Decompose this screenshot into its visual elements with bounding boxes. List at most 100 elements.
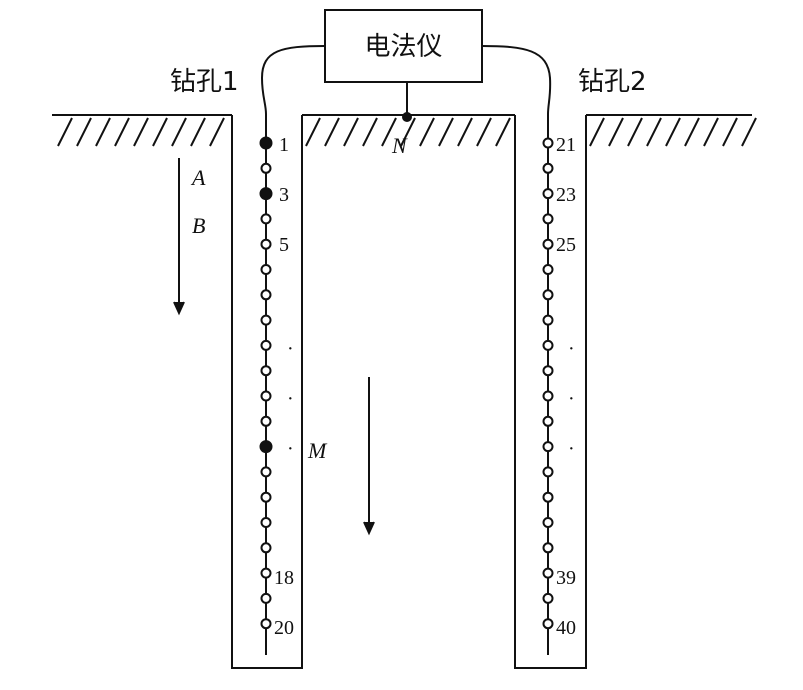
instrument-label: 电法仪	[364, 32, 442, 62]
borehole-2-electrode	[542, 162, 554, 174]
electrode-number-18: 18	[274, 567, 294, 589]
hatch-line	[76, 117, 92, 147]
hatch-line	[627, 117, 643, 147]
borehole-1-electrodes	[259, 136, 273, 630]
hatch-line	[400, 117, 416, 147]
hatch-line	[608, 117, 624, 147]
label-m: M	[307, 438, 328, 463]
label-n: N	[391, 133, 408, 158]
borehole-2-electrode	[542, 592, 554, 604]
ellipsis-1c: ·	[287, 438, 294, 460]
ellipsis-1b: ·	[287, 388, 294, 410]
electrode-number-3: 3	[279, 184, 289, 206]
electrode-number-1: 1	[279, 134, 289, 156]
borehole-2-electrode	[542, 517, 554, 528]
borehole-2-electrode	[542, 137, 554, 149]
borehole-1-electrode	[260, 213, 272, 225]
borehole-1-electrode	[260, 567, 272, 579]
borehole-1-walls	[231, 115, 303, 669]
label-b: B	[192, 213, 205, 238]
electrode-number-40: 40	[556, 617, 576, 639]
borehole-1-electrode	[260, 466, 272, 478]
borehole-1-electrode	[259, 440, 273, 454]
wire-right	[481, 45, 552, 115]
borehole-2-electrode	[542, 314, 554, 326]
hatch-line	[171, 117, 187, 147]
electrode-number-23: 23	[556, 184, 576, 206]
borehole-1-electrode	[260, 365, 272, 377]
borehole-1-electrode	[260, 238, 272, 250]
borehole-2-electrode	[542, 365, 554, 377]
electrode-number-20: 20	[274, 617, 294, 639]
borehole-1-electrode	[260, 415, 272, 427]
arrow-left	[173, 158, 185, 316]
ground-hatching	[57, 117, 757, 147]
hatch-line	[703, 117, 719, 147]
borehole-1-electrode	[259, 187, 273, 201]
hatch-line	[665, 117, 681, 147]
hatch-line	[476, 117, 492, 147]
borehole-2-electrode	[542, 567, 554, 579]
ellipsis-2c: ·	[568, 438, 575, 460]
wire-left	[260, 45, 326, 115]
borehole-1-electrode	[259, 136, 273, 150]
borehole-1-electrode	[260, 517, 272, 528]
hatch-line	[190, 117, 206, 147]
electrode-n	[402, 112, 412, 122]
borehole-1-label: 钻孔1	[170, 67, 239, 97]
borehole-1-electrode	[260, 339, 272, 351]
borehole-2-electrode	[542, 390, 554, 402]
electrode-number-25: 25	[556, 234, 576, 256]
borehole-2-label: 钻孔2	[578, 67, 647, 97]
electrode-number-39: 39	[556, 567, 576, 589]
borehole-1-electrode	[260, 314, 272, 326]
hatch-line	[722, 117, 738, 147]
hatch-line	[362, 117, 378, 147]
borehole-1-electrode	[260, 491, 272, 503]
borehole-2-electrode	[542, 238, 554, 250]
borehole-2-electrode	[542, 542, 554, 554]
ellipsis-1a: ·	[287, 338, 294, 360]
electrode-number-5: 5	[279, 234, 289, 256]
hatch-line	[209, 117, 225, 147]
hatch-line	[133, 117, 149, 147]
borehole-2-electrode	[542, 466, 554, 478]
hatch-line	[152, 117, 168, 147]
borehole-2-electrode	[542, 188, 554, 200]
hatch-line	[114, 117, 130, 147]
electrode-number-21: 21	[556, 134, 576, 156]
hatch-line	[381, 117, 397, 147]
label-a: A	[190, 165, 206, 190]
borehole-1-electrode	[260, 390, 272, 402]
hatch-line	[741, 117, 757, 147]
borehole-1-electrode	[260, 289, 272, 301]
borehole-2-electrode	[542, 441, 554, 453]
hatch-line	[457, 117, 473, 147]
arrow-center	[363, 377, 375, 536]
borehole-2-walls	[514, 115, 587, 669]
borehole-2-electrode	[542, 213, 554, 225]
hatch-line	[419, 117, 435, 147]
hatch-line	[589, 117, 605, 147]
hatch-line	[324, 117, 340, 147]
hatch-line	[95, 117, 111, 147]
borehole-2-electrode	[542, 339, 554, 351]
ellipsis-2b: ·	[568, 388, 575, 410]
hatch-line	[57, 117, 73, 147]
borehole-2-electrode	[542, 415, 554, 427]
borehole-1-electrode	[260, 542, 272, 554]
hatch-line	[684, 117, 700, 147]
borehole-1-electrode	[260, 618, 272, 630]
borehole-1-electrode	[260, 592, 272, 604]
borehole-2-electrode	[542, 491, 554, 503]
hatch-line	[646, 117, 662, 147]
borehole-2-electrodes	[542, 137, 554, 630]
borehole-2-electrode	[542, 618, 554, 630]
borehole-2-electrode	[542, 289, 554, 301]
hatch-line	[438, 117, 454, 147]
instrument-box	[324, 9, 483, 83]
ellipsis-2a: ·	[568, 338, 575, 360]
hatch-line	[305, 117, 321, 147]
hatch-line	[495, 117, 511, 147]
